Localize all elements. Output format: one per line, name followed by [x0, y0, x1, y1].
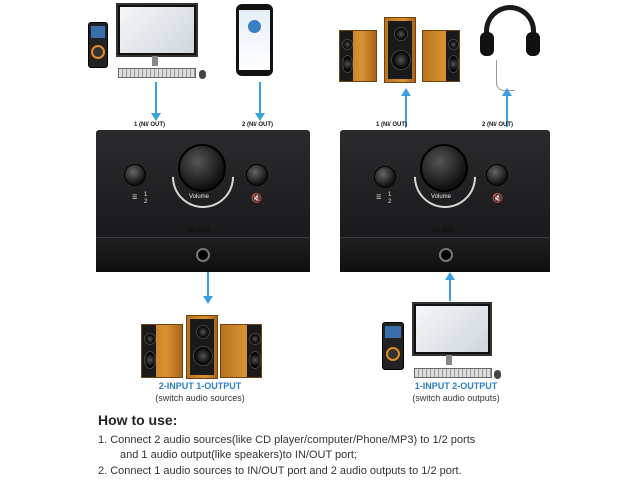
audio-switch-device-left: 1 (NI/ OUT) 2 (NI/ OUT) Volume ☰ 1 2 🔇 I… [96, 122, 310, 272]
howto-step-1: 1. Connect 2 audio sources(like CD playe… [98, 434, 476, 446]
inout-jack-left[interactable] [196, 248, 210, 262]
selector-knob-left[interactable] [124, 164, 146, 186]
monitor-stand [152, 56, 158, 66]
port-2-label: 2 (NI/ OUT) [482, 122, 513, 128]
keyboard-icon [118, 68, 196, 78]
inout-jack-right[interactable] [439, 248, 453, 262]
computer-monitor-icon [412, 302, 492, 356]
right-caption-title: 1-INPUT 2-OUTPUT [414, 381, 498, 391]
switch-label-1: 1 [388, 192, 392, 198]
volume-label: Volume [189, 194, 210, 200]
volume-knob[interactable] [178, 144, 226, 192]
howto-step-1-cont: and 1 audio output(like speakers)to IN/O… [120, 449, 358, 461]
volume-label: Volume [431, 194, 452, 200]
monitor-stand [446, 355, 452, 365]
speaker-mute-icon: 🔇 [492, 193, 504, 203]
audio-switch-device-right: 1 (NI/ OUT) 2 (NI/ OUT) Volume ☰ 1 2 🔇 I… [340, 122, 550, 272]
right-caption-subtitle: (switch audio outputs) [412, 393, 500, 403]
left-caption-subtitle: (switch audio sources) [155, 393, 245, 403]
howto-step-2: 2. Connect 1 audio sources to IN/OUT por… [98, 465, 462, 477]
mouse-icon [494, 370, 501, 379]
switch-label-2: 2 [388, 199, 392, 205]
mp3-player-icon [382, 322, 404, 370]
port-2-label: 2 (NI/ OUT) [242, 122, 273, 128]
howto-title: How to use: [98, 412, 178, 428]
switch-icon: ☰ [376, 195, 382, 201]
switch-label-2: 2 [144, 199, 148, 205]
volume-knob[interactable] [420, 144, 468, 192]
port-1-label: 1 (NI/ OUT) [376, 122, 407, 128]
mute-knob-left[interactable] [246, 164, 268, 186]
switch-label-1: 1 [144, 192, 148, 198]
keyboard-icon [414, 368, 492, 378]
selector-knob-right[interactable] [374, 166, 396, 188]
switch-icon: ☰ [132, 195, 138, 201]
smartphone-icon [236, 4, 273, 76]
inout-label: IN/ OUT [432, 228, 454, 234]
left-caption-title: 2-INPUT 1-OUTPUT [158, 381, 242, 391]
mp3-player-icon [88, 22, 108, 68]
computer-monitor-icon [116, 3, 198, 57]
inout-label: IN/ OUT [188, 228, 210, 234]
speaker-mute-icon: 🔇 [251, 193, 263, 203]
mute-knob-right[interactable] [486, 164, 508, 186]
port-1-label: 1 (NI/ OUT) [134, 122, 165, 128]
mouse-icon [199, 70, 206, 79]
